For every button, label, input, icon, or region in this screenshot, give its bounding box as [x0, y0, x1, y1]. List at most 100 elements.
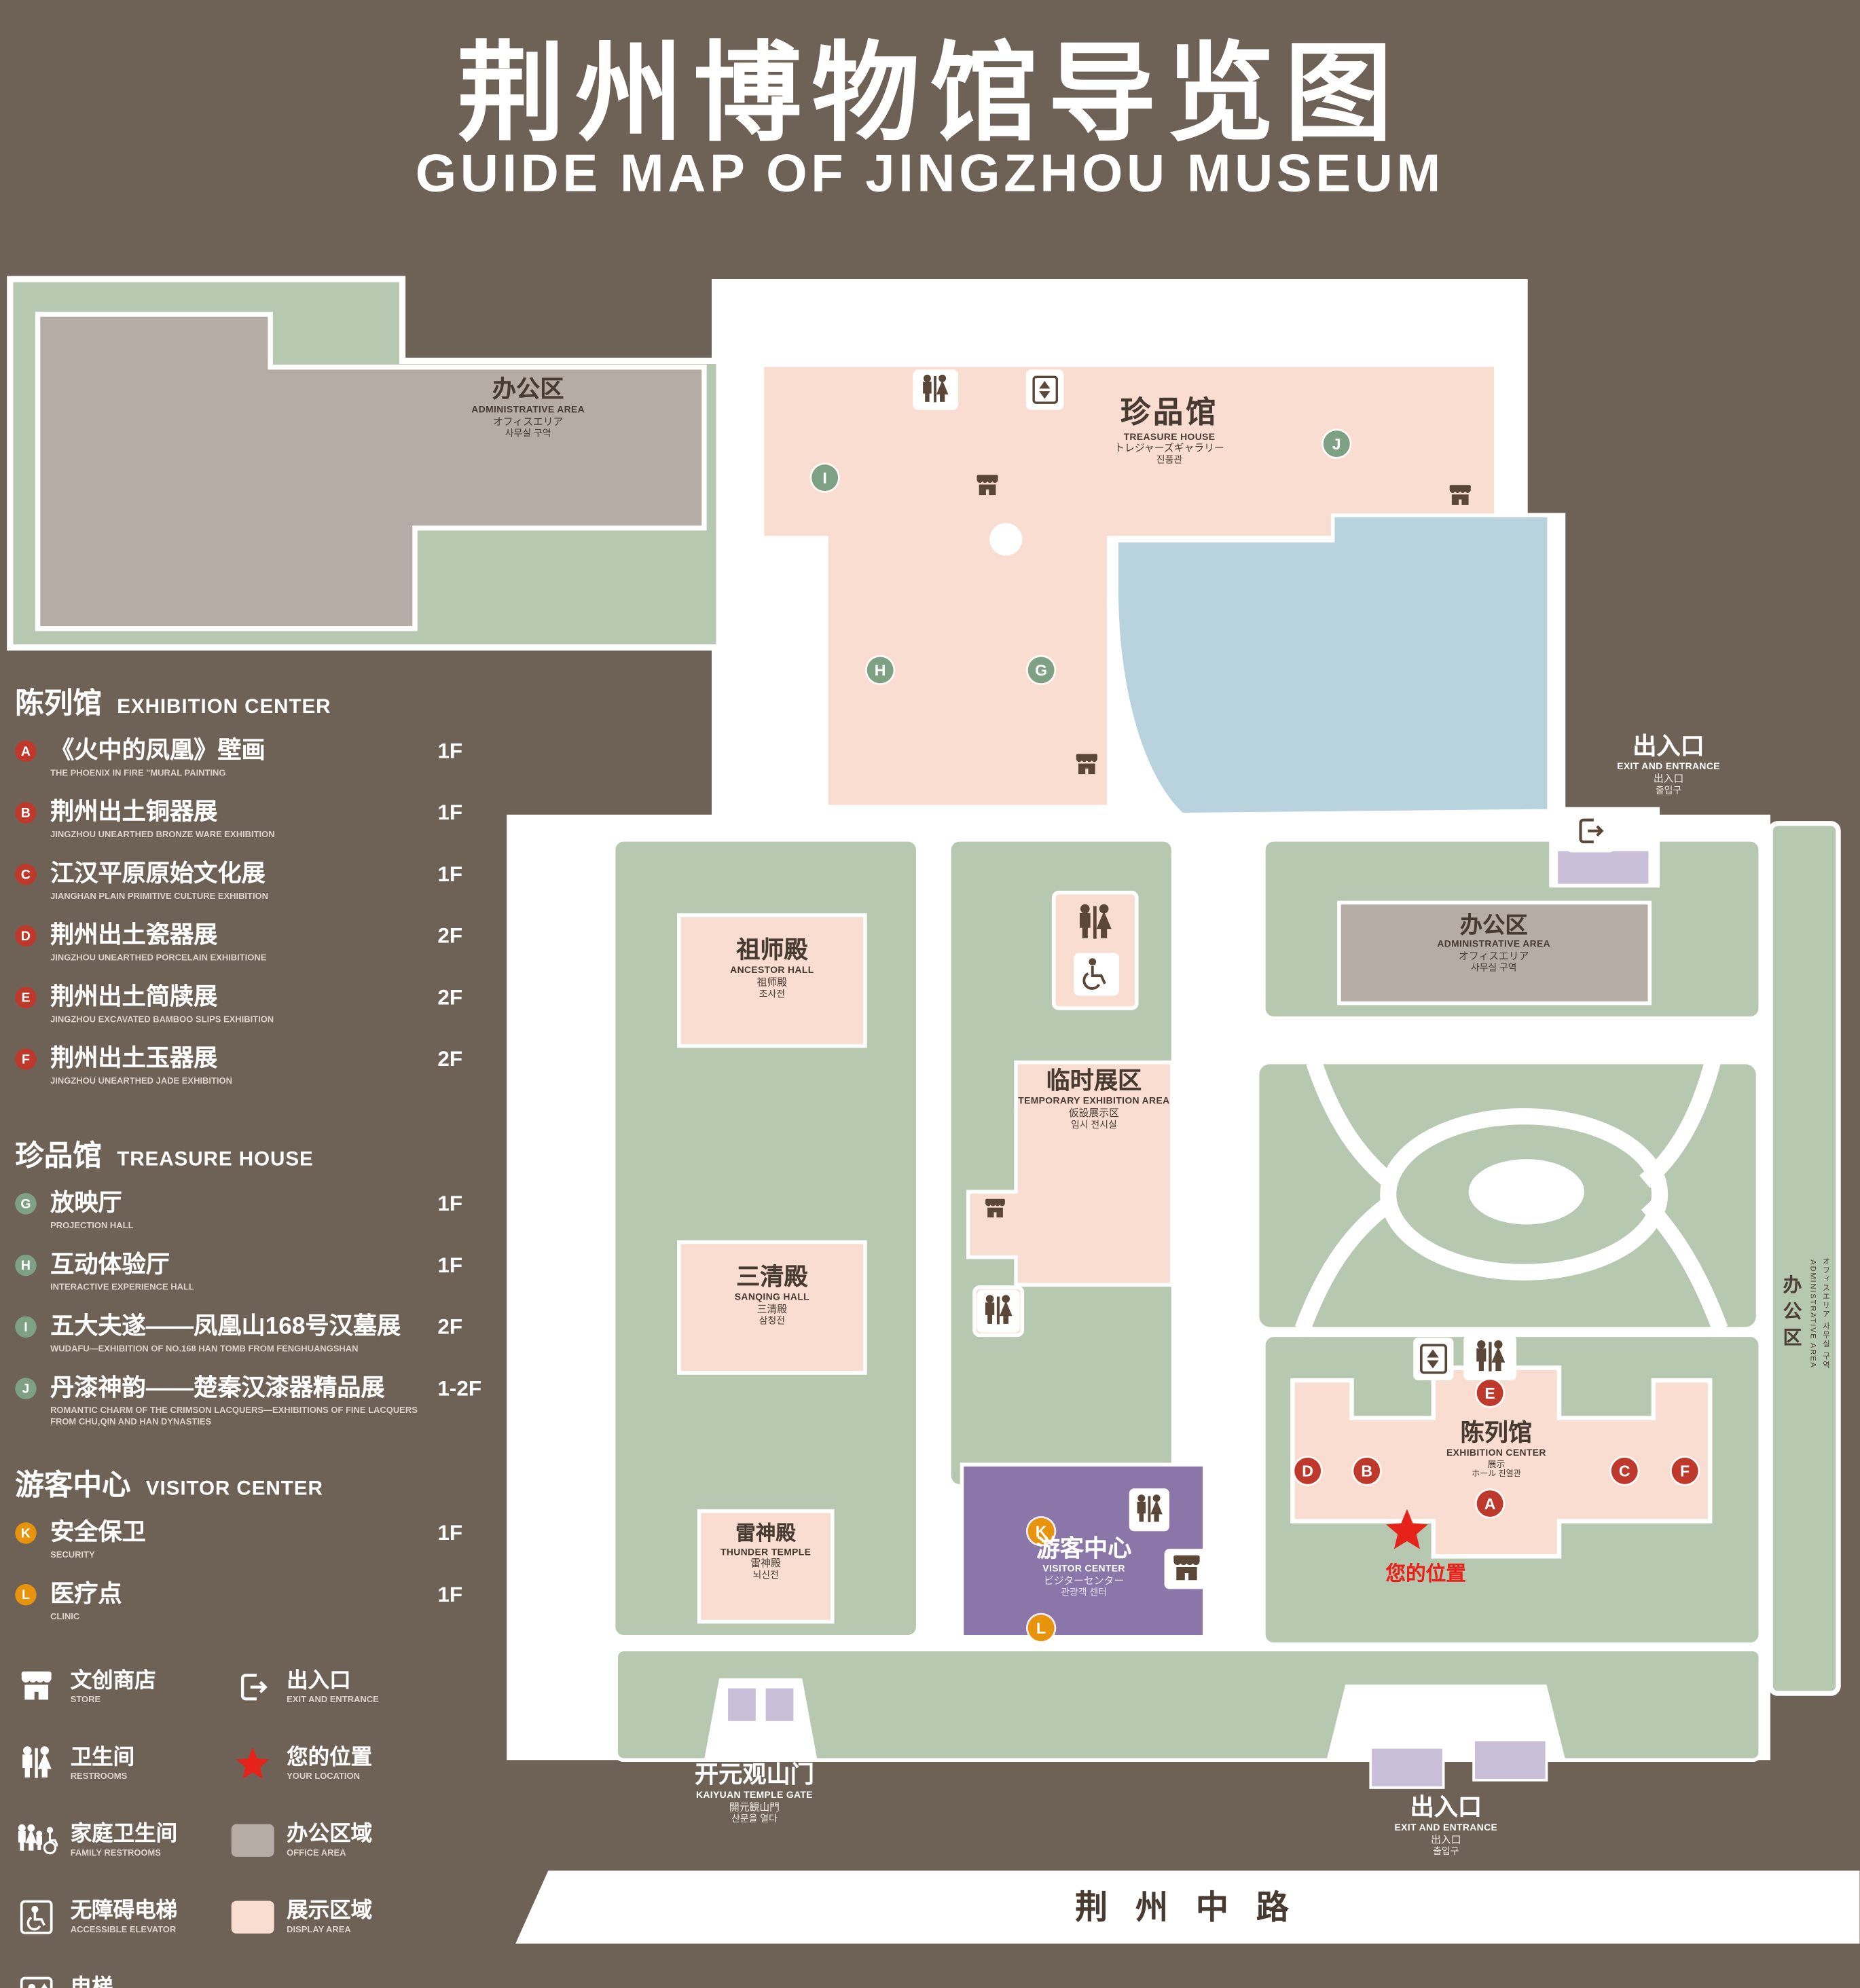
- legend-panel: 陈列馆 EXHIBITION CENTER A 1F 《火中的凤凰》壁画 THE PHOE…: [15, 679, 508, 1988]
- building-thunder-temple: [697, 1509, 835, 1624]
- building-wc-small: [972, 1285, 1025, 1338]
- legend-section-title-zh: 游客中心: [15, 1468, 131, 1501]
- legend-item-subtitle: JINGZHOU EXCAVATED BAMBOO SLIPS EXHIBITI…: [50, 1015, 274, 1025]
- legend-symbol-accessible-elevator: 无障碍电梯 ACCESSIBLE ELEVATOR: [15, 1892, 231, 1943]
- entrance-gate-2: [763, 1685, 797, 1724]
- legend-letter-badge: G: [15, 1193, 37, 1215]
- legend-item-J: J 1-2F 丹漆神韵——楚秦汉漆器精品展 ROMANTIC CHARM OF THE…: [15, 1375, 508, 1439]
- exit-icon: [232, 1668, 274, 1706]
- legend-symbol-restroom: 卫生间 RESTROOMS: [15, 1739, 231, 1789]
- legend-letter-badge: F: [15, 1048, 37, 1070]
- family-icon: [18, 1824, 58, 1855]
- store-icon: [21, 1671, 52, 1700]
- elevator-icon: [20, 1976, 53, 1988]
- legend-item-subtitle: SECURITY: [50, 1551, 95, 1560]
- legend-item-subtitle: JINGZHOU UNEARTHED PORCELAIN EXHIBITIONE: [50, 954, 267, 963]
- legend-letter-badge: H: [15, 1254, 37, 1276]
- legend-symbol-title: 出入口: [287, 1668, 351, 1693]
- building-temp-exhibition: [966, 1060, 1174, 1287]
- lawn-right-strip: [1768, 821, 1841, 1696]
- floor-label: 1F: [437, 1583, 463, 1607]
- legend-item-title: 《火中的凤凰》壁画: [50, 737, 266, 765]
- floor-label: 2F: [437, 1047, 463, 1071]
- building-ancestor-hall: [677, 913, 867, 1048]
- floor-label: 1F: [437, 1253, 463, 1278]
- floor-label: 2F: [437, 1314, 463, 1339]
- legend-symbol-title: 家庭卫生间: [70, 1822, 178, 1846]
- floor-label: 1F: [437, 739, 463, 763]
- display-area-swatch: [231, 1900, 274, 1934]
- road: [515, 1871, 1860, 1944]
- legend-section-title-zh: 陈列馆: [15, 686, 102, 720]
- entrance-top-right: [1555, 848, 1652, 887]
- legend-symbol-elevator: 电梯Elevator: [15, 1969, 231, 1988]
- legend-section-title-en: EXHIBITION CENTER: [117, 696, 331, 718]
- legend-item-title: 医疗点: [50, 1581, 122, 1608]
- legend-item-subtitle: JINGZHOU UNEARTHED BRONZE WARE EXHIBITIO…: [50, 830, 275, 840]
- floor-label: 1F: [437, 1521, 463, 1545]
- legend-item-K: K 1F 安全保卫 SECURITY: [15, 1520, 508, 1583]
- office-area-swatch: [231, 1824, 274, 1857]
- legend-symbol-title: 无障碍电梯: [70, 1898, 178, 1923]
- legend-letter-badge: J: [15, 1378, 37, 1399]
- your-location-star-icon: [236, 1747, 270, 1780]
- legend-item-subtitle: WUDAFU—EXHIBITION OF NO.168 HAN TOMB FRO…: [50, 1345, 359, 1354]
- legend-letter-badge: L: [15, 1584, 37, 1606]
- legend-symbol-subtitle: ACCESSIBLE ELEVATOR: [70, 1926, 177, 1935]
- fountain: [989, 523, 1023, 556]
- legend-item-title: 荆州出土玉器展: [50, 1046, 218, 1073]
- legend-symbol-title: 电梯: [70, 1975, 113, 1988]
- legend-symbol-subtitle: EXIT AND ENTRANCE: [287, 1695, 379, 1705]
- legend-letter-badge: I: [15, 1316, 37, 1338]
- legend-item-subtitle: ROMANTIC CHARM OF THE CRIMSON LACQUERS—E…: [50, 1406, 418, 1427]
- legend-section-header: 游客中心 VISITOR CENTER: [15, 1461, 508, 1504]
- legend-section-header: 陈列馆 EXHIBITION CENTER: [15, 679, 508, 722]
- legend-symbol-title: 卫生间: [70, 1745, 135, 1769]
- legend-symbol-subtitle: YOUR LOCATION: [287, 1772, 360, 1782]
- garden-paths: [1294, 1059, 1728, 1332]
- legend-item-title: 安全保卫: [50, 1520, 146, 1547]
- building-treasure-house: [759, 362, 1499, 809]
- legend-item-subtitle: PROJECTION HALL: [50, 1221, 134, 1231]
- legend-item-A: A 1F 《火中的凤凰》壁画 THE PHOENIX IN FIRE "MURAL P…: [15, 737, 508, 801]
- legend-section-title-en: TREASURE HOUSE: [117, 1149, 314, 1171]
- legend-symbol-subtitle: STORE: [70, 1695, 101, 1705]
- legend-item-L: L 1F 医疗点 CLINIC: [15, 1581, 508, 1644]
- legend-letter-badge: K: [15, 1522, 37, 1544]
- legend-item-subtitle: CLINIC: [50, 1613, 80, 1622]
- legend-letter-badge: B: [15, 802, 37, 824]
- legend-sections: 陈列馆 EXHIBITION CENTER A 1F 《火中的凤凰》壁画 THE PHOE…: [15, 679, 508, 1644]
- gate-opening: [704, 1678, 818, 1761]
- floor-label: 2F: [437, 923, 463, 949]
- legend-item-subtitle: JINGZHOU UNEARTHED JADE EXHIBITION: [50, 1077, 232, 1086]
- legend-item-title: 互动体验厅: [50, 1252, 170, 1279]
- entrance-bottom-2: [1472, 1738, 1548, 1782]
- legend-section-title-en: VISITOR CENTER: [145, 1478, 323, 1500]
- legend-item-F: F 2F 荆州出土玉器展 JINGZHOU UNEARTHED JADE EXHIBI…: [15, 1046, 508, 1109]
- legend-item-title: 放映厅: [50, 1190, 122, 1217]
- legend-symbol-exit: 出入口 EXIT AND ENTRANCE: [232, 1662, 496, 1712]
- legend-letter-badge: A: [15, 740, 37, 762]
- legend-item-title: 荆州出土简牍展: [50, 984, 218, 1011]
- legend-item-subtitle: JIANGHAN PLAIN PRIMITIVE CULTURE EXHIBIT…: [50, 892, 268, 902]
- poster-title: 荆州博物馆导览图: [457, 33, 1403, 155]
- floor-label: 1F: [437, 862, 463, 887]
- legend-item-title: 丹漆神韵——楚秦汉漆器精品展: [50, 1375, 385, 1402]
- floor-label: 1-2F: [437, 1376, 482, 1401]
- legend-item-subtitle: INTERACTIVE EXPERIENCE HALL: [50, 1283, 194, 1293]
- legend-item-title: 江汉平原原始文化展: [50, 861, 266, 888]
- legend-symbol-subtitle: RESTROOMS: [70, 1772, 128, 1782]
- legend-item-subtitle: THE PHOENIX IN FIRE "MURAL PAINTING: [50, 769, 226, 778]
